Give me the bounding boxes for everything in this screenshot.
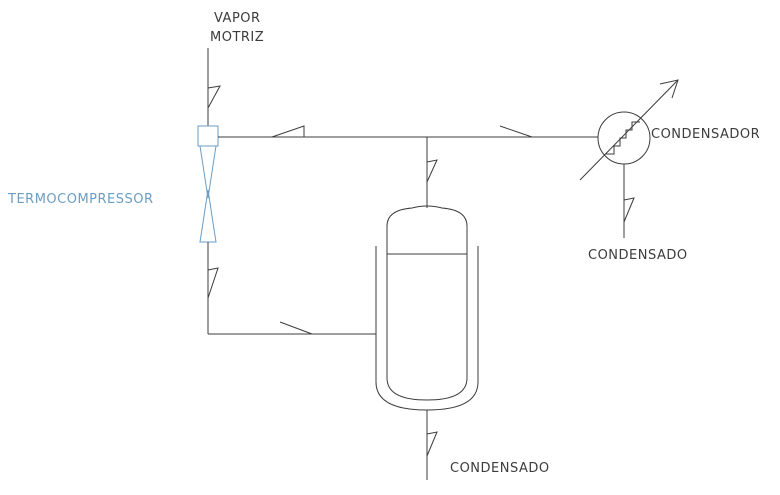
- jacketed-vessel: [375, 205, 479, 411]
- vessel-vapor-branch: [426, 137, 438, 208]
- label-motriz: MOTRIZ: [210, 30, 264, 45]
- label-condensado-top: CONDENSADO: [588, 248, 688, 263]
- suction-line: [207, 242, 376, 335]
- label-condensado-bottom: CONDENSADO: [450, 461, 550, 476]
- condenser-outlet-line: [623, 164, 635, 238]
- bottom-condensate-line: [426, 410, 438, 480]
- label-condensador: CONDENSADOR: [651, 127, 760, 142]
- thermocompressor: [197, 125, 219, 243]
- label-vapor: VAPOR: [214, 11, 261, 26]
- motive-steam-line: [207, 48, 221, 126]
- label-termocompressor: TERMOCOMPRESSOR: [7, 192, 154, 207]
- vapor-line-to-condenser: [218, 125, 598, 138]
